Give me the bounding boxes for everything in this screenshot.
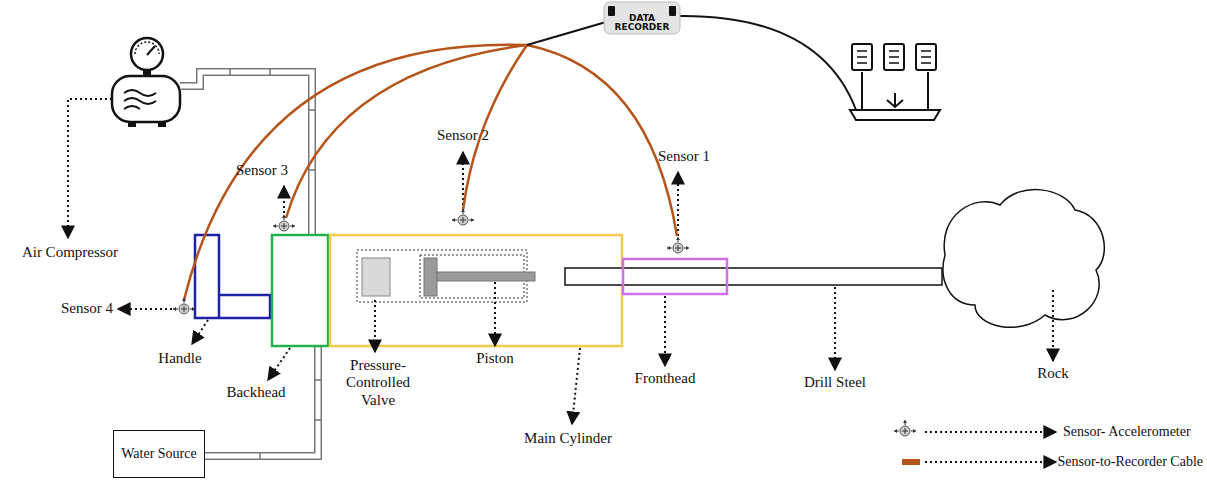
main-cylinder-shape bbox=[330, 235, 622, 346]
water-source-box: Water Source bbox=[113, 430, 205, 478]
node-text: DATA RECORDER bbox=[615, 14, 670, 32]
part-label: Backhead bbox=[226, 384, 285, 401]
piston-head bbox=[424, 258, 437, 296]
part-label: Sensor 3 bbox=[236, 162, 288, 179]
part-label: Pressure- Controlled Valve bbox=[333, 357, 423, 409]
valve-block bbox=[362, 258, 390, 296]
part-label: Sensor 2 bbox=[437, 127, 489, 144]
recorder-body bbox=[604, 2, 680, 34]
legend-leaders bbox=[925, 432, 1056, 462]
fronthead-shape bbox=[623, 259, 727, 294]
water-pipe bbox=[205, 346, 322, 460]
part-label: Rock bbox=[1037, 365, 1069, 382]
accelerometer-icons bbox=[173, 209, 916, 436]
sensor-cables bbox=[184, 45, 677, 300]
recorder-cable bbox=[527, 22, 606, 45]
handle-shape bbox=[195, 235, 270, 318]
legend-swatch bbox=[902, 459, 920, 465]
recorder-label-box: DATA RECORDER bbox=[620, 14, 664, 32]
laptop-icon bbox=[850, 44, 940, 120]
drill-steel-shape bbox=[565, 268, 942, 285]
laptop-cable bbox=[680, 16, 856, 110]
leader-lines bbox=[118, 152, 1053, 424]
air-pipe bbox=[180, 68, 316, 235]
backhead-shape bbox=[272, 235, 328, 346]
part-label: Fronthead bbox=[635, 370, 696, 387]
part-label: Piston bbox=[476, 350, 514, 367]
air-compressor bbox=[112, 38, 180, 127]
part-label: Sensor 1 bbox=[658, 148, 710, 165]
part-label: Main Cylinder bbox=[524, 430, 612, 447]
node-text: Water Source bbox=[121, 446, 196, 462]
part-label: Handle bbox=[158, 350, 201, 367]
legend-text: Sensor- Accelerometer bbox=[1063, 424, 1191, 440]
part-label: Sensor 4 bbox=[61, 300, 113, 317]
legend-text: Sensor-to-Recorder Cable bbox=[1057, 454, 1203, 470]
part-label: Drill Steel bbox=[804, 374, 866, 391]
leader-line bbox=[68, 99, 112, 238]
piston-rod bbox=[437, 272, 535, 281]
rock-shape bbox=[943, 190, 1104, 328]
part-label: Air Compressor bbox=[22, 244, 118, 261]
